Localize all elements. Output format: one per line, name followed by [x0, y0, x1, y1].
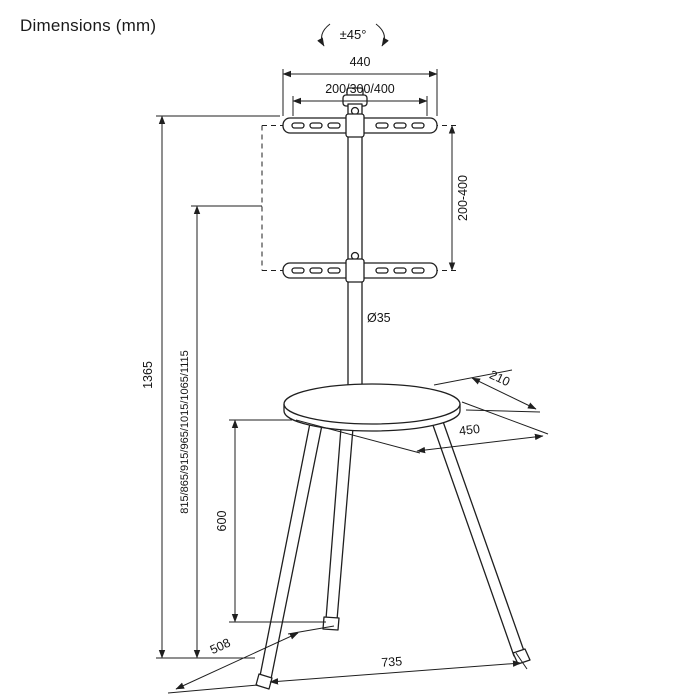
vesa-height-label: 200-400 [456, 175, 470, 221]
dim-column-heights: 815/865/915/965/1015/1065/1115 [179, 205, 262, 659]
leg-front-left [259, 412, 325, 680]
vesa-bar-top [282, 106, 438, 138]
dim-vesa-width: 200/300/400 [292, 82, 428, 116]
label-pole-diameter: Ø35 [367, 311, 391, 325]
dim-base-depth: 508 [167, 625, 335, 694]
swivel-annotation: ±45° [317, 23, 389, 47]
shelf-width-label: 450 [458, 422, 480, 438]
swivel-label: ±45° [340, 27, 367, 42]
shelf-height-label: 600 [215, 511, 229, 532]
pole-clamp [345, 113, 365, 138]
dim-bracket-width: 440 [282, 55, 438, 116]
legs [255, 410, 531, 690]
dim-base-width: 735 [269, 652, 528, 685]
bracket-width-label: 440 [350, 55, 371, 69]
base-depth-label: 508 [208, 636, 233, 658]
dim-shelf-width: 450 [295, 401, 549, 454]
swivel-arrow-right-icon [375, 23, 389, 47]
pole-shaft [347, 103, 363, 395]
pole-clamp [345, 258, 365, 283]
pole-diameter-label: Ø35 [367, 311, 391, 325]
overall-height-label: 1365 [141, 361, 155, 389]
foot-front-right [512, 648, 531, 665]
foot-rear [322, 616, 340, 631]
vesa-width-label: 200/300/400 [325, 82, 395, 96]
dim-shelf-height: 600 [215, 419, 326, 623]
shelf-top [283, 383, 461, 425]
leg-rear [325, 414, 355, 621]
page-title: Dimensions (mm) [20, 16, 157, 35]
vesa-bar-bottom [282, 251, 438, 283]
column-heights-label: 815/865/915/965/1015/1065/1115 [179, 350, 191, 514]
shelf [283, 383, 461, 432]
dim-vesa-height: 200-400 [448, 124, 470, 272]
dim-overall-height: 1365 [141, 115, 280, 659]
swivel-arrow-left-icon [317, 23, 331, 47]
base-width-label: 735 [381, 654, 403, 669]
